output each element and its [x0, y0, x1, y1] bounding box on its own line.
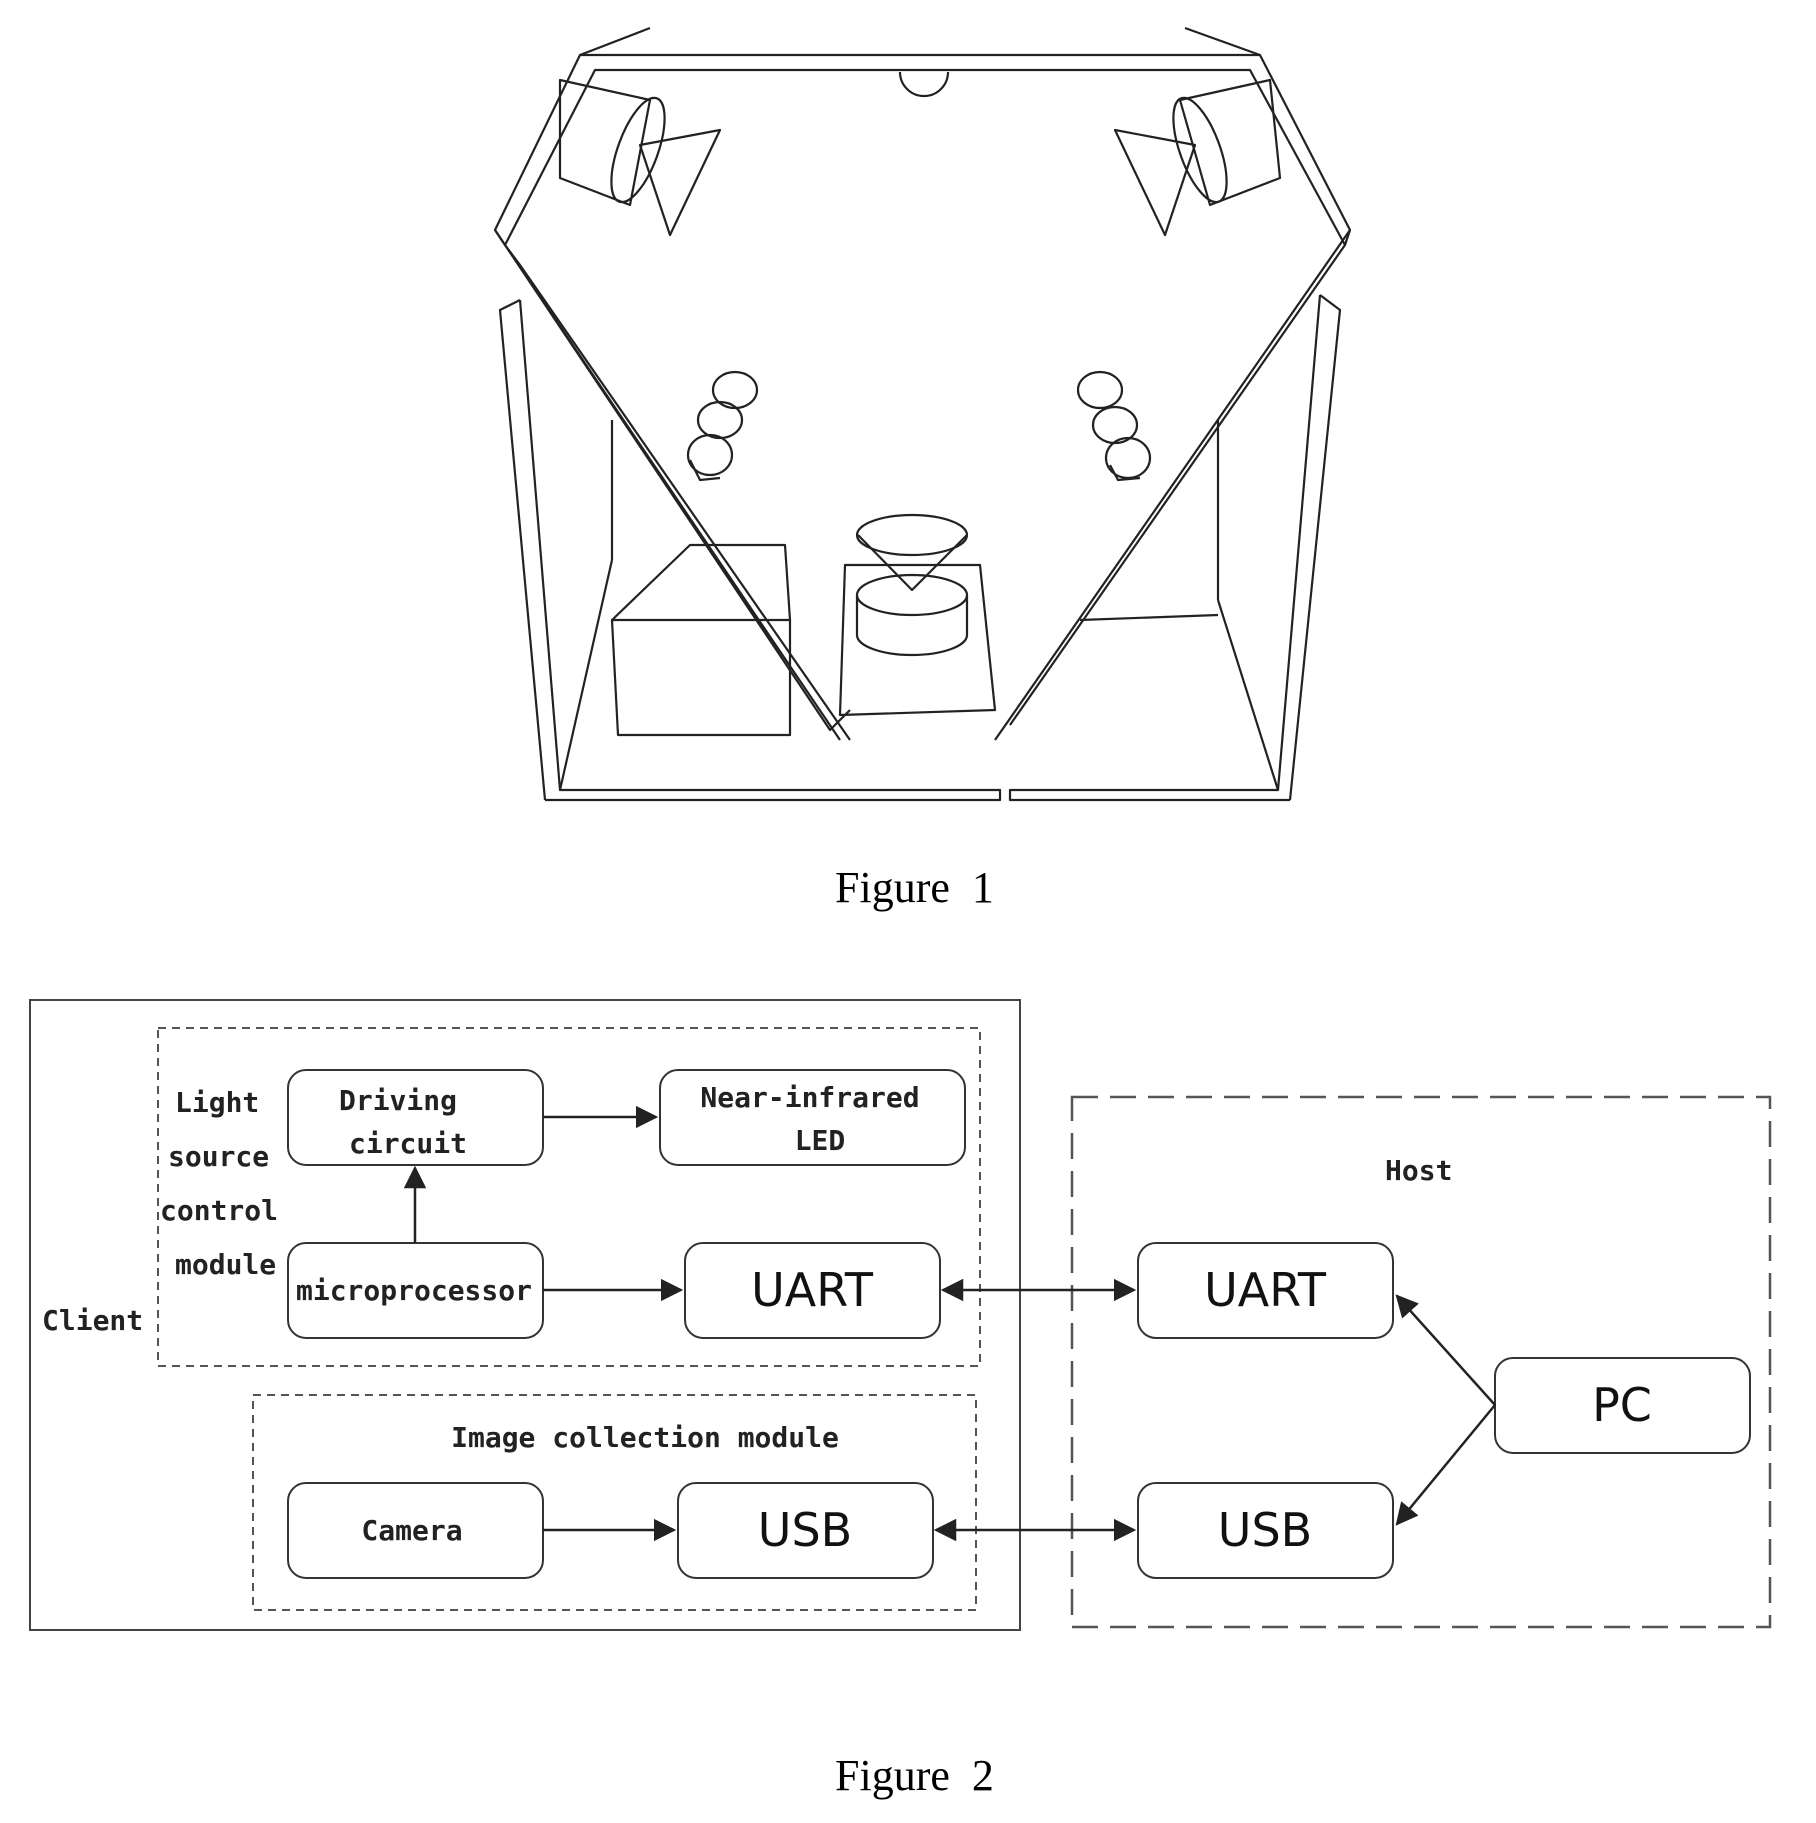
uart-client-block — [685, 1243, 940, 1338]
left-cone — [640, 130, 720, 235]
nir-led-line-2: LED — [795, 1124, 846, 1157]
usb-client-label: USB — [758, 1503, 852, 1557]
driving-circuit-line-2: circuit — [349, 1127, 467, 1160]
camera-block — [288, 1483, 543, 1578]
right-cone — [1115, 130, 1195, 235]
svg-text:module: module — [175, 1248, 276, 1281]
svg-text:source: source — [168, 1140, 269, 1173]
svg-text:Light: Light — [175, 1086, 259, 1119]
driving-circuit-block — [288, 1070, 543, 1165]
usb-host-label: USB — [1218, 1503, 1312, 1557]
arrow-pc-to-uart — [1397, 1296, 1495, 1405]
center-lens — [857, 515, 967, 555]
uart-client-label: UART — [751, 1263, 874, 1317]
image-module-box — [253, 1395, 976, 1610]
left-box — [612, 545, 790, 735]
camera-label: Camera — [361, 1514, 462, 1547]
nir-led-block — [660, 1070, 965, 1165]
figure-1-caption: Figure 1 — [835, 862, 994, 913]
pc-label: PC — [1592, 1378, 1652, 1432]
nir-led-line-1: Near-infrared — [700, 1081, 919, 1114]
driving-circuit-line-1: Driving — [339, 1084, 457, 1117]
right-arm — [995, 230, 1350, 740]
arrow-pc-to-usb — [1397, 1405, 1495, 1524]
figure-1-drawing — [0, 0, 1816, 900]
pc-block — [1495, 1358, 1750, 1453]
microprocessor-block — [288, 1243, 543, 1338]
center-platform — [840, 565, 995, 715]
usb-client-block — [678, 1483, 933, 1578]
client-box — [30, 1000, 1020, 1630]
light-module-box — [158, 1028, 980, 1366]
microprocessor-label: microprocessor — [296, 1274, 532, 1307]
svg-text:control: control — [160, 1194, 278, 1227]
host-label: Host — [1385, 1154, 1452, 1187]
left-leds — [688, 372, 757, 480]
uart-host-label: UART — [1204, 1263, 1327, 1317]
light-module-label: Light source control module — [160, 1086, 278, 1281]
image-module-label: Image collection module — [451, 1421, 839, 1454]
host-box — [1072, 1097, 1770, 1627]
uart-host-block — [1138, 1243, 1393, 1338]
figure-2-caption: Figure 2 — [835, 1750, 994, 1801]
right-leds — [1078, 372, 1150, 480]
left-camera — [560, 80, 650, 205]
right-wall — [1010, 295, 1340, 800]
client-label: Client — [42, 1304, 143, 1337]
top-lamp — [900, 72, 948, 96]
usb-host-block — [1138, 1483, 1393, 1578]
